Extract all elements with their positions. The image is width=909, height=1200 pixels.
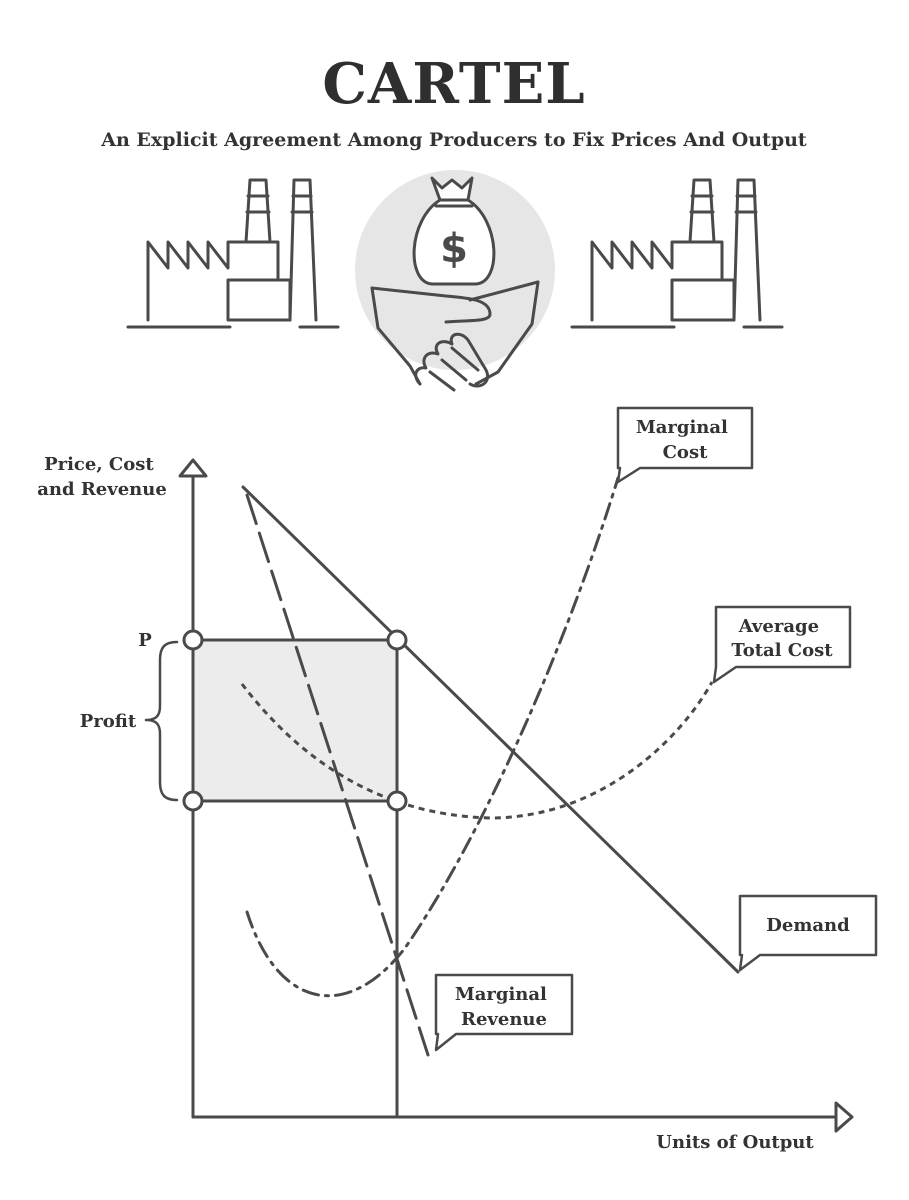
money-bag-handshake-icon: $ <box>355 170 555 392</box>
demand-callout: Demand <box>738 894 878 972</box>
y-axis-label-line1: Price, Cost <box>44 454 154 475</box>
money-bag-icon <box>412 176 496 286</box>
marginal-revenue-label-line2: Revenue <box>461 1009 547 1030</box>
average-cost-point <box>386 790 408 812</box>
cost-axis-point <box>182 790 204 812</box>
handshake-icon <box>370 280 540 392</box>
y-axis-label: Price, Cost and Revenue <box>37 454 167 500</box>
svg-text:Marginal Cost: Marginal Cost <box>636 417 734 463</box>
x-axis-label: Units of Output <box>656 1132 814 1153</box>
y-axis-label-line2: and Revenue <box>37 479 167 500</box>
average-total-cost-label-line2: Total Cost <box>731 640 833 661</box>
x-axis <box>191 1101 854 1133</box>
intersection-markers <box>182 629 408 812</box>
demand-quantity-point <box>386 629 408 651</box>
marginal-revenue-label-line1: Marginal <box>455 984 547 1005</box>
page-subtitle: An Explicit Agreement Among Producers to… <box>100 129 807 151</box>
average-total-cost-callout: Average Total Cost <box>712 605 852 684</box>
page-title: CARTEL <box>322 51 585 117</box>
profit-brace <box>144 640 179 802</box>
marginal-cost-label-line2: Cost <box>663 442 708 463</box>
average-total-cost-curve <box>240 681 714 820</box>
demand-label: Demand <box>766 915 850 936</box>
factory-icon <box>570 178 784 329</box>
svg-text:Average Total Cost: Average Total Cost <box>731 616 833 661</box>
price-label: P <box>138 630 152 651</box>
factory-icon <box>126 178 340 329</box>
price-marker-point <box>182 629 204 651</box>
dollar-sign-icon: $ <box>440 226 468 272</box>
average-total-cost-label-line1: Average <box>738 616 819 637</box>
marginal-cost-callout: Marginal Cost <box>616 406 754 484</box>
profit-area <box>193 640 397 801</box>
demand-curve <box>241 485 740 974</box>
marginal-revenue-callout: Marginal Revenue <box>434 973 574 1052</box>
profit-label: Profit <box>80 711 137 732</box>
marginal-cost-curve <box>245 476 620 998</box>
marginal-revenue-curve <box>245 493 430 1057</box>
svg-text:Marginal Revenue: Marginal Revenue <box>455 984 553 1030</box>
marginal-cost-label-line1: Marginal <box>636 417 728 438</box>
